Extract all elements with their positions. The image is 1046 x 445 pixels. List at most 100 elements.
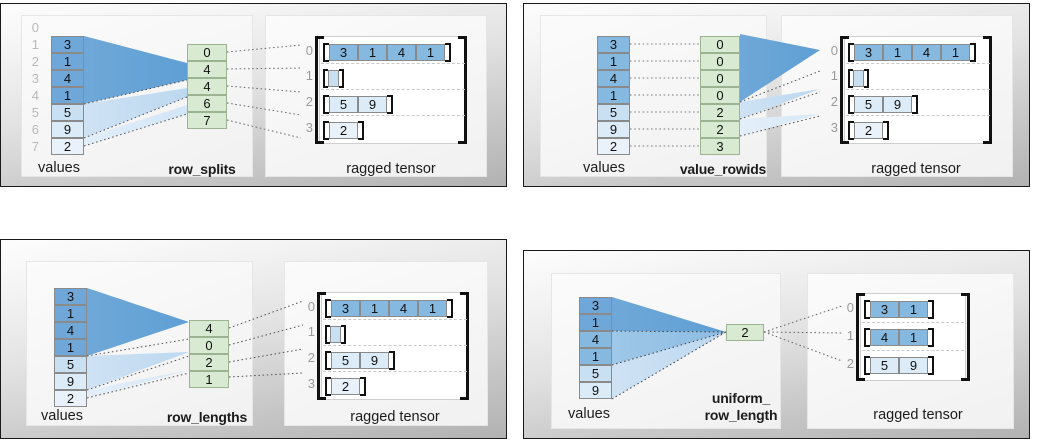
row-divider	[321, 115, 465, 116]
row-bracket-left-icon	[323, 95, 329, 114]
value-cell: 9	[579, 382, 612, 399]
row-divider	[846, 89, 990, 90]
row-bracket-left-icon	[323, 121, 329, 140]
row-bracket-right-icon	[447, 299, 453, 318]
ragged-cell: 1	[416, 44, 445, 61]
encoding-cell: 2	[700, 104, 740, 121]
value-index-tick: 2	[31, 54, 39, 69]
value-cell: 5	[579, 365, 612, 382]
row-divider	[846, 115, 990, 116]
encoding-caption-line2: row_length	[704, 407, 778, 423]
row-bracket-left-icon	[848, 69, 853, 88]
ragged-cell: 4	[870, 329, 899, 346]
value-cell: 1	[579, 314, 612, 331]
encoding-cell: 0	[700, 36, 740, 53]
ragged-cell: 9	[899, 357, 928, 374]
value-cell: 1	[54, 339, 87, 356]
encoding-cell: 6	[187, 95, 227, 112]
ragged-row-index: 1	[307, 324, 315, 339]
panel-row-splits: 0 1 2 3 4 5 6 7	[0, 3, 507, 187]
value-cell: 1	[579, 348, 612, 365]
value-index-tick: 5	[31, 105, 39, 120]
ragged-row-index: 3	[305, 120, 313, 135]
ragged-row-index: 2	[305, 94, 313, 109]
ragged-cell: 2	[329, 122, 358, 139]
value-index-tick: 4	[31, 88, 39, 103]
ragged-tensor-caption: ragged tensor	[346, 161, 436, 177]
row-divider	[323, 345, 467, 346]
ragged-cell: 1	[899, 301, 928, 318]
encoding-cell: 4	[187, 61, 227, 78]
encoding-caption: value_rowids	[679, 161, 767, 177]
ragged-row-index: 0	[846, 300, 854, 315]
ragged-row-index: 1	[305, 68, 313, 83]
ragged-row-index: 3	[307, 376, 315, 391]
connector-wedges-row-splits	[83, 36, 302, 147]
ragged-cell-empty	[330, 326, 341, 343]
outer-bracket-left-icon	[840, 36, 849, 144]
row-bracket-left-icon	[864, 300, 870, 319]
ragged-tensor-caption: ragged tensor	[350, 409, 440, 425]
encoding-cell: 4	[187, 78, 227, 95]
encoding-caption: row_lengths	[166, 409, 248, 425]
row-bracket-left-icon	[323, 43, 329, 62]
row-bracket-right-icon	[928, 356, 934, 375]
ragged-cell: 5	[329, 96, 358, 113]
row-bracket-left-icon	[325, 325, 330, 344]
outer-bracket-right-icon	[983, 36, 992, 144]
row-bracket-right-icon	[912, 95, 918, 114]
value-cell: 5	[597, 104, 630, 121]
row-bracket-left-icon	[864, 356, 870, 375]
ragged-row-index: 2	[830, 94, 838, 109]
encoding-cell: 7	[187, 112, 227, 129]
row-bracket-right-icon	[864, 69, 869, 88]
ragged-cell: 4	[389, 300, 418, 317]
value-cell: 4	[51, 70, 84, 87]
values-caption: values	[568, 406, 610, 422]
row-bracket-left-icon	[325, 377, 331, 396]
ragged-cell: 9	[358, 96, 387, 113]
ragged-cell: 4	[912, 44, 941, 61]
encoding-cell: 4	[189, 320, 229, 337]
value-cell: 5	[54, 356, 87, 373]
row-bracket-right-icon	[883, 121, 889, 140]
values-caption: values	[38, 160, 80, 176]
value-cell: 1	[51, 87, 84, 104]
row-bracket-right-icon	[387, 95, 393, 114]
ragged-cell: 1	[899, 329, 928, 346]
panel-uniform-row-length: 3 1 4 1 5 9 2 0 1 2 3 1 4 1 5 9 values u…	[523, 250, 1030, 439]
row-divider	[321, 63, 465, 64]
outer-bracket-left-icon	[317, 292, 326, 400]
ragged-cell-empty	[328, 70, 339, 87]
row-bracket-right-icon	[358, 121, 364, 140]
ragged-cell: 3	[329, 44, 358, 61]
value-cell: 4	[579, 331, 612, 348]
value-cell: 3	[54, 288, 87, 305]
ragged-cell: 3	[331, 300, 360, 317]
ragged-cell: 3	[870, 301, 899, 318]
row-divider	[862, 350, 964, 351]
row-divider	[321, 89, 465, 90]
row-bracket-right-icon	[928, 328, 934, 347]
ragged-cell: 2	[854, 122, 883, 139]
value-cell: 9	[597, 121, 630, 138]
ragged-cell: 1	[941, 44, 970, 61]
value-cell: 9	[54, 373, 87, 390]
connector-wedges-uniform-row-length	[611, 297, 843, 400]
value-cell: 3	[51, 36, 84, 53]
row-bracket-right-icon	[389, 351, 395, 370]
ragged-cell: 9	[360, 352, 389, 369]
value-cell: 1	[597, 53, 630, 70]
ragged-row-index: 2	[307, 350, 315, 365]
ragged-cell: 1	[883, 44, 912, 61]
value-cell: 1	[597, 87, 630, 104]
row-bracket-right-icon	[928, 300, 934, 319]
value-cell: 4	[597, 70, 630, 87]
row-bracket-left-icon	[325, 299, 331, 318]
encoding-cell: 1	[189, 371, 229, 388]
value-index-tick: 7	[31, 139, 39, 154]
connector-wedges-value-rowids	[630, 34, 821, 147]
row-bracket-left-icon	[864, 328, 870, 347]
row-bracket-right-icon	[970, 43, 976, 62]
